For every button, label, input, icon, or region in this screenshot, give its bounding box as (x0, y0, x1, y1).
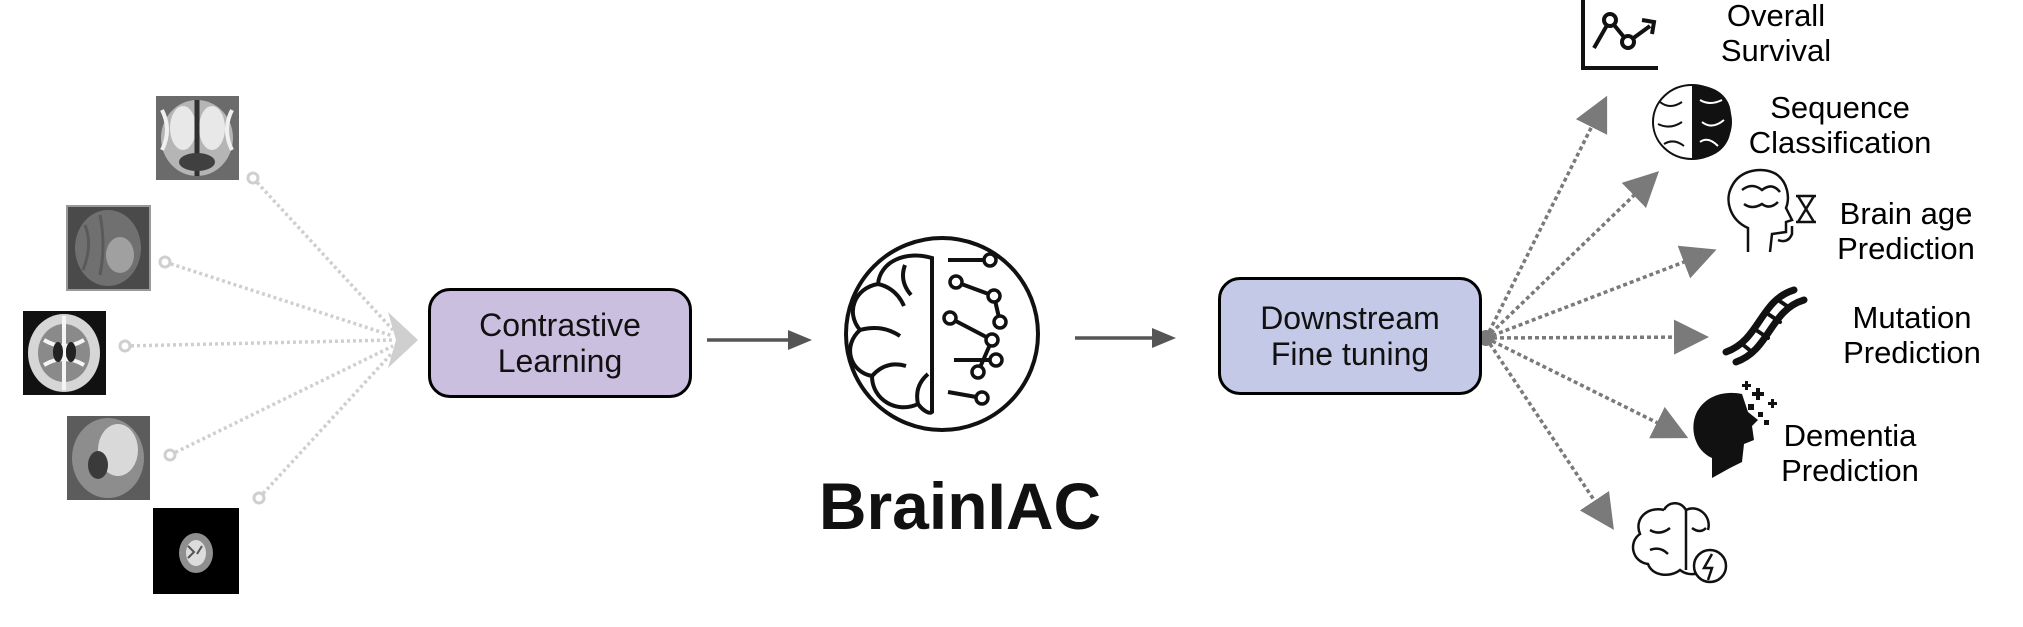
dna-icon (1722, 286, 1808, 366)
contrastive-learning-line2: Learning (497, 343, 623, 379)
mri-axial-t1 (23, 311, 106, 395)
task-sequence-classification: Sequence Classification (1730, 90, 1950, 160)
task-mutation-prediction: Mutation Prediction (1826, 300, 1998, 370)
task-line2: Survival (1720, 33, 1832, 68)
merge-arrowhead (388, 312, 418, 368)
contrastive-learning-line1: Contrastive (479, 307, 641, 343)
mri-coronal (156, 96, 239, 180)
task-line2: Classification (1748, 125, 1932, 160)
survival-chart-icon (1581, 0, 1658, 70)
mri-flair (66, 205, 151, 291)
brain-lightning-icon (1631, 502, 1728, 584)
downstream-line1: Downstream (1260, 300, 1440, 336)
task-line2: Prediction (1837, 231, 1975, 266)
flow-arrows (707, 328, 1176, 350)
downstream-finetuning-box: Downstream Fine tuning (1218, 277, 1482, 395)
mri-dark-slice (153, 508, 239, 594)
contrastive-learning-box: Contrastive Learning (428, 288, 692, 398)
downstream-fanout (1484, 95, 1717, 530)
task-line2: Prediction (1781, 453, 1919, 488)
logo-circuit-nodes (942, 252, 1008, 406)
downstream-line2: Fine tuning (1270, 336, 1430, 372)
brain-solid-icon (1652, 84, 1732, 160)
task-line2: Prediction (1843, 335, 1981, 370)
task-line1: Mutation (1852, 300, 1972, 335)
task-brain-age-prediction: Brain age Prediction (1820, 196, 1992, 266)
task-dementia-prediction: Dementia Prediction (1764, 418, 1936, 488)
fanout-origin-dot (1478, 330, 1494, 346)
task-overall-survival: Overall Survival (1686, 0, 1866, 68)
head-hourglass-icon (1727, 168, 1816, 253)
head-fragmenting-icon (1693, 381, 1777, 478)
task-line1: Dementia (1783, 418, 1917, 453)
brain-circuit-logo (844, 236, 1040, 432)
input-connector-dots (118, 171, 266, 505)
task-line1: Sequence (1770, 90, 1910, 125)
input-connectors (124, 176, 395, 500)
mri-lesion (67, 416, 150, 500)
task-line1: Brain age (1839, 196, 1973, 231)
task-line1: Overall (1726, 0, 1826, 33)
model-name-title: BrainIAC (818, 469, 1102, 543)
